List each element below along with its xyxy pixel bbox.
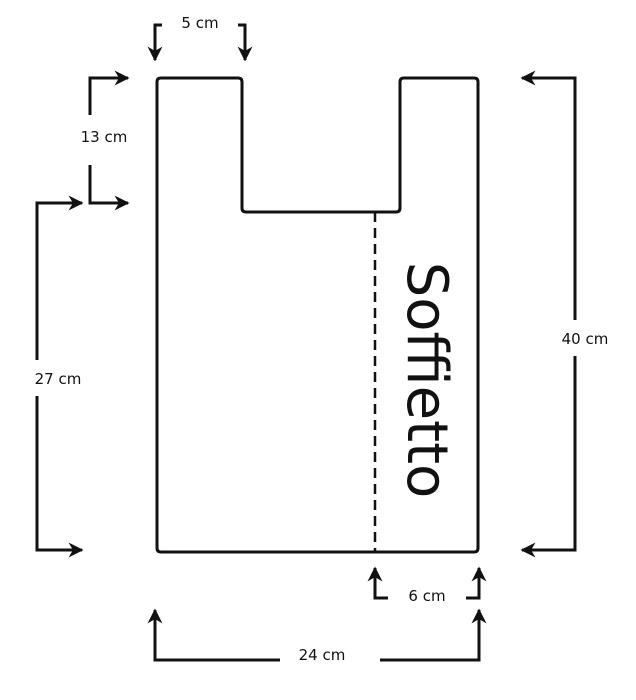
- dimension-total-width: 24 cm: [147, 608, 487, 664]
- dimension-handle-height: 13 cm: [81, 70, 130, 211]
- svg-text:27 cm: 27 cm: [35, 370, 82, 388]
- dimension-handle-width: 5 cm: [147, 14, 253, 62]
- bag-outline: [155, 76, 480, 554]
- dimension-gusset-width: 6 cm: [367, 566, 487, 605]
- svg-text:13 cm: 13 cm: [81, 128, 128, 146]
- svg-text:24 cm: 24 cm: [299, 646, 346, 664]
- dimension-total-height: 40 cm: [520, 70, 609, 558]
- gusset-label: Soffietto: [394, 262, 459, 499]
- svg-text:40 cm: 40 cm: [562, 330, 609, 348]
- svg-text:6 cm: 6 cm: [408, 587, 445, 605]
- svg-text:5 cm: 5 cm: [181, 14, 218, 32]
- dimension-body-height: 27 cm: [35, 195, 84, 558]
